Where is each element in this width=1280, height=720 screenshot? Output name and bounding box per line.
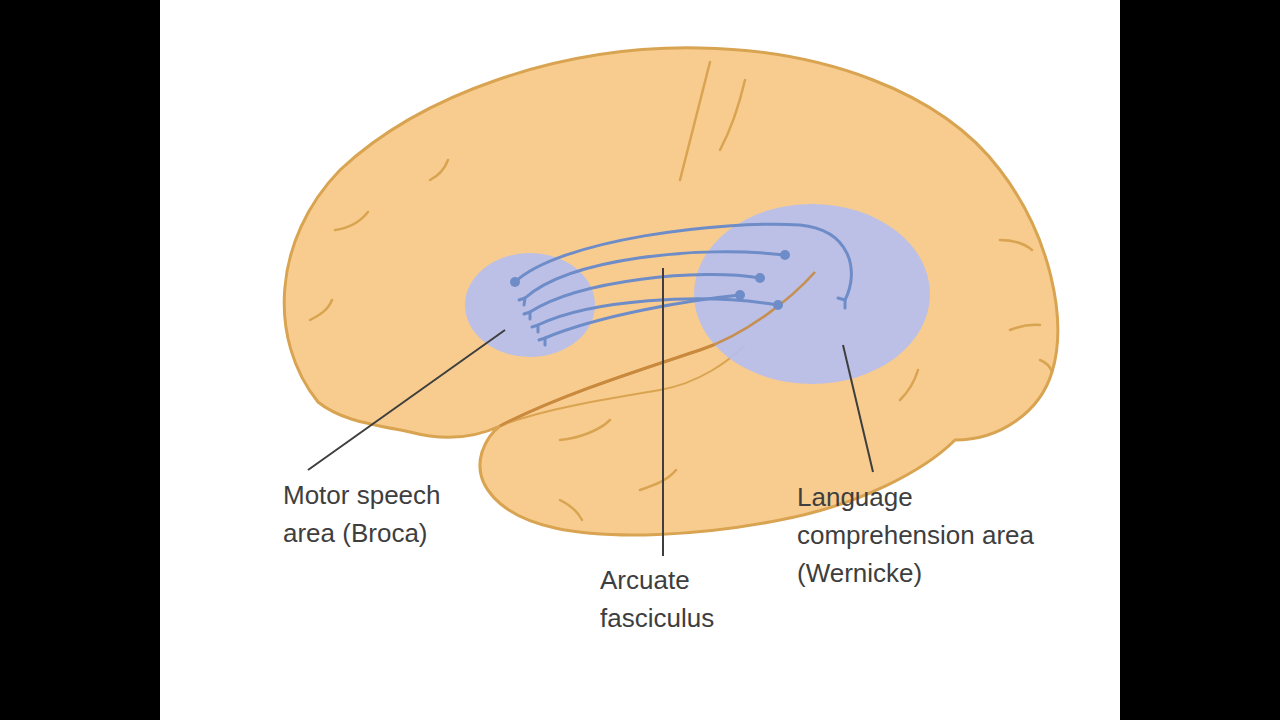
- brain-outline: [284, 48, 1057, 535]
- leader-lines: [308, 268, 873, 556]
- part-label: Arcuate fasciculus: [600, 561, 760, 637]
- part-label: Motor speech area (Broca): [283, 476, 443, 552]
- wernicke-area: [694, 204, 930, 384]
- arcuate-fibers: [515, 224, 851, 338]
- part-label: Language comprehension area (Wernicke): [797, 478, 1047, 592]
- fiber-ends: [510, 250, 790, 310]
- broca-area: [465, 253, 595, 357]
